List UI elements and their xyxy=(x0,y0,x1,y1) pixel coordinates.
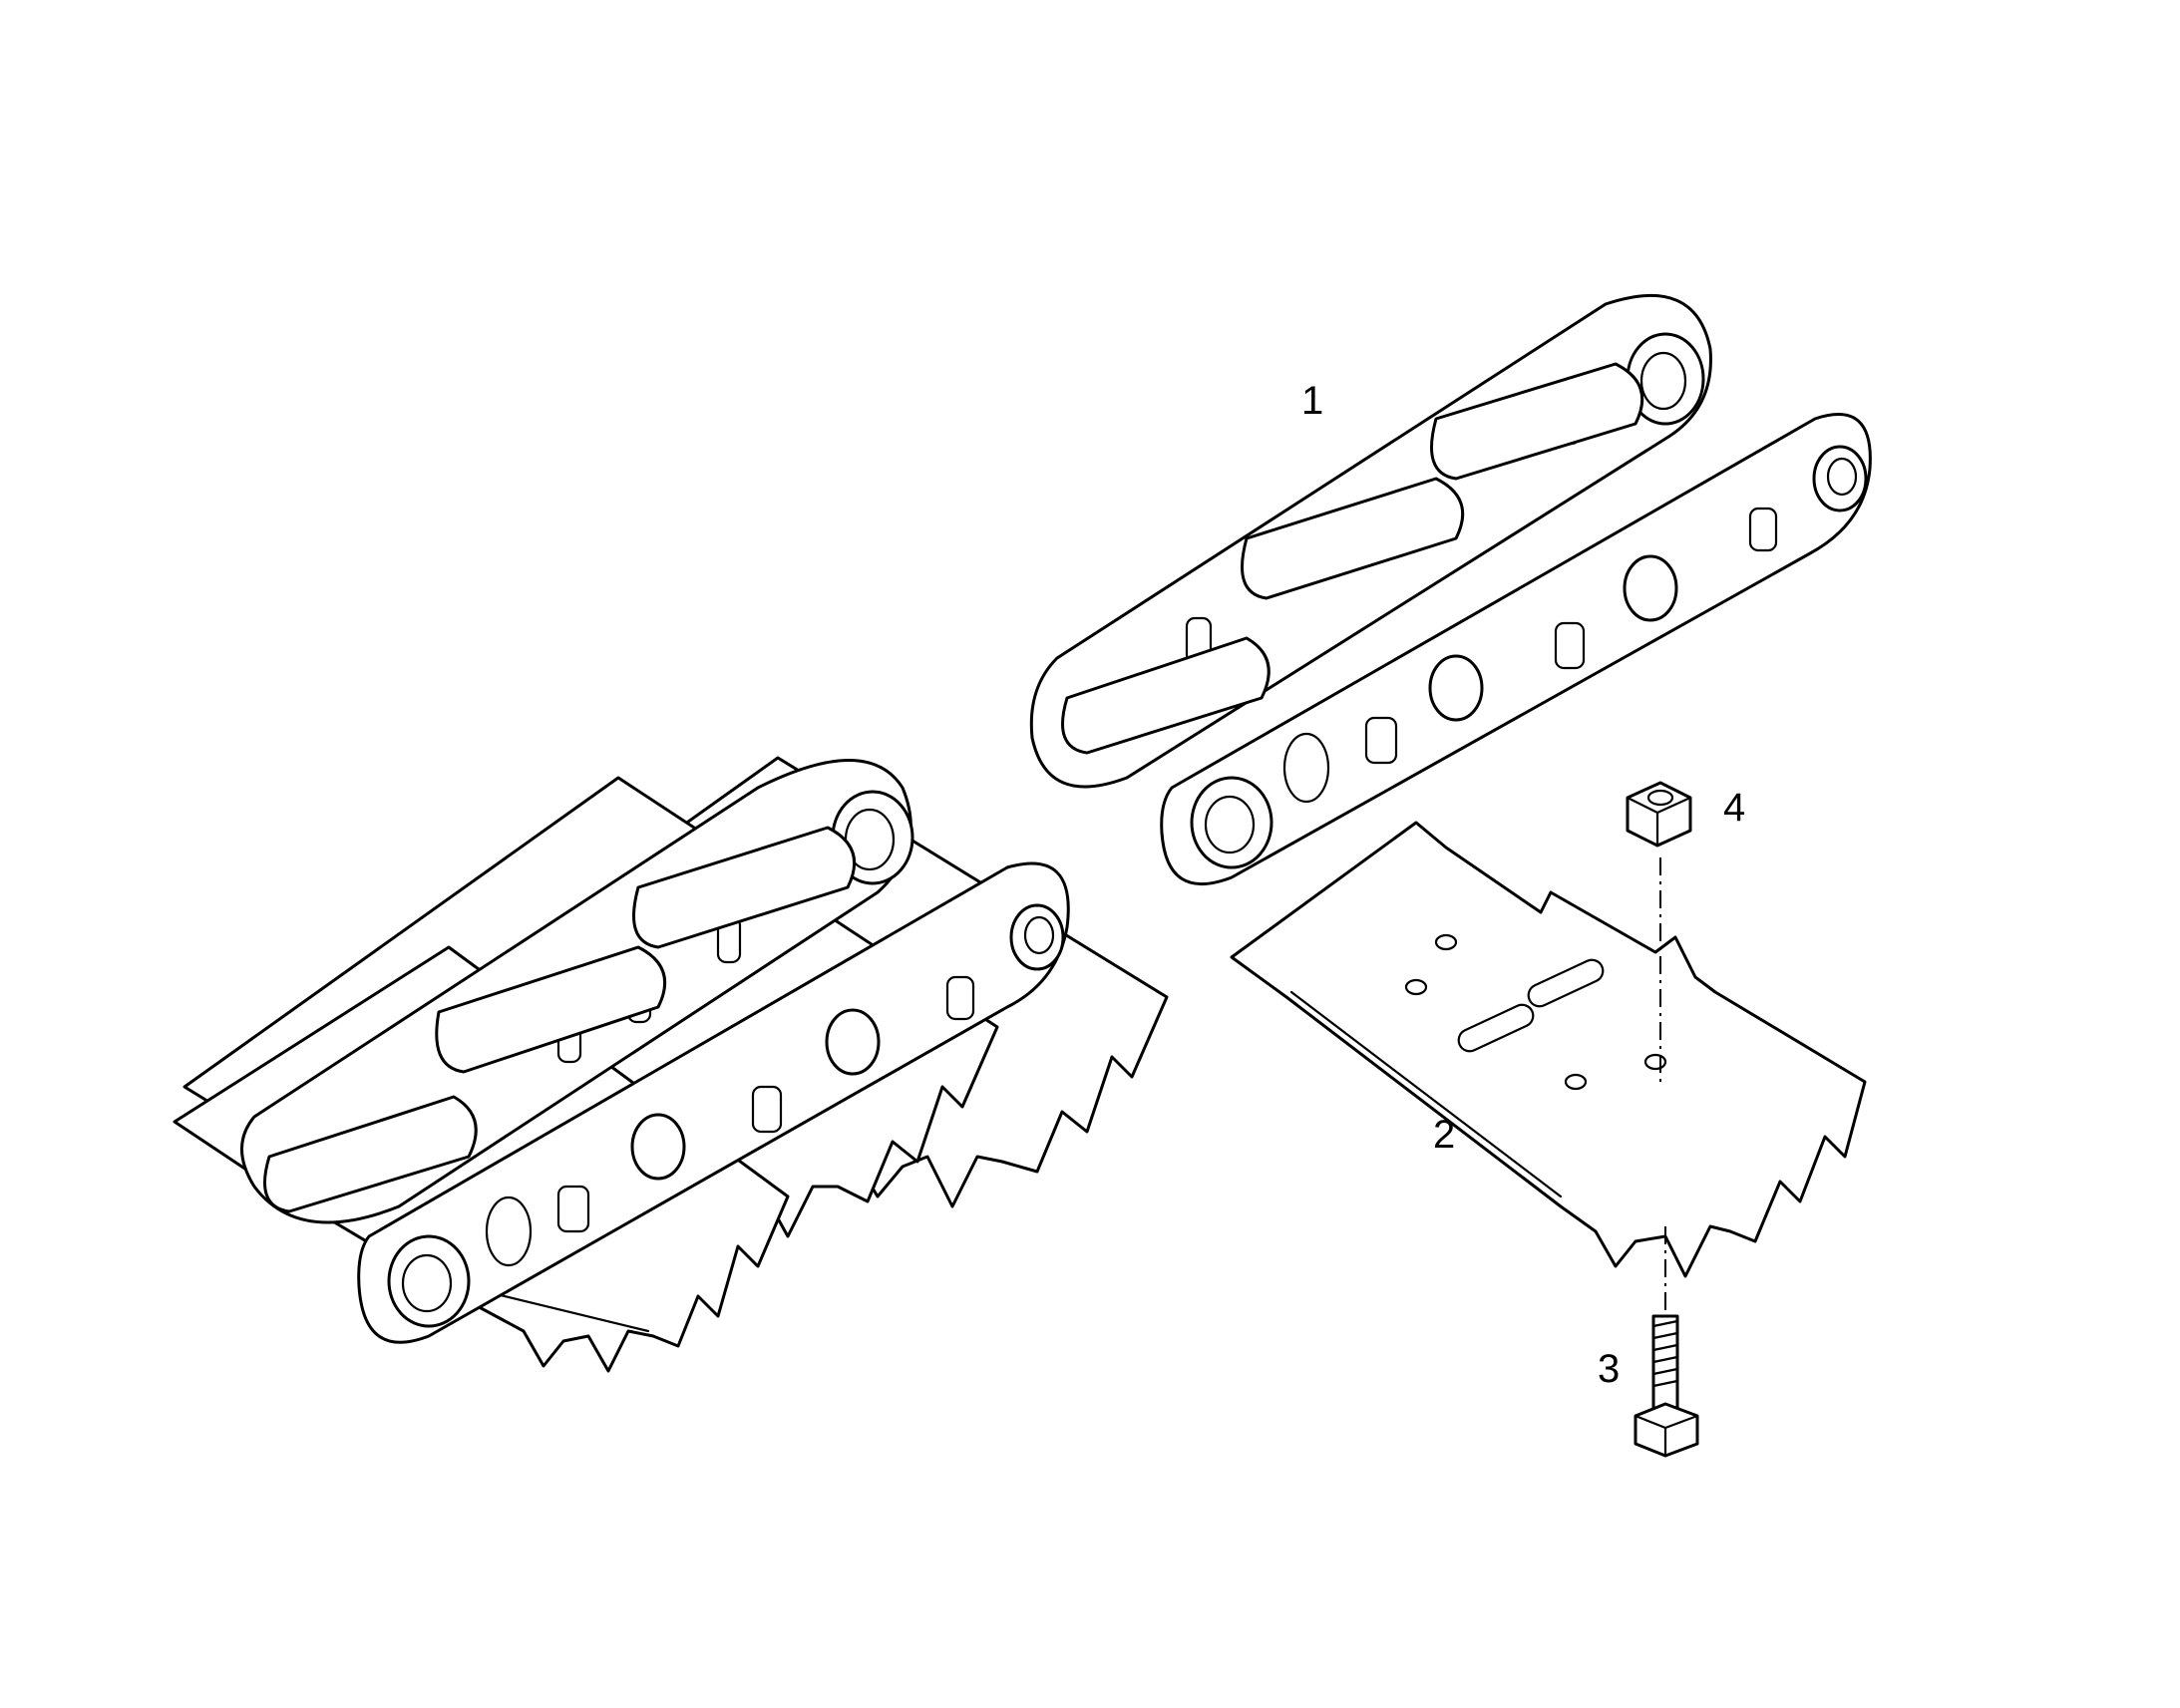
part-4-nut xyxy=(1626,781,1692,848)
chain-1-pins xyxy=(1061,362,1644,755)
part-2-track-shoe xyxy=(1230,821,1867,1278)
callout-1: 1 xyxy=(1301,379,1324,423)
part-1-track-chain xyxy=(1029,293,1872,886)
callout-4: 4 xyxy=(1723,786,1746,830)
assembled-track-section xyxy=(173,756,1169,1373)
assembly-axis-lines xyxy=(1659,857,1666,1316)
chain-pins xyxy=(263,826,857,1213)
chain-front-rail xyxy=(357,861,1070,1344)
chain-1-front-rail xyxy=(1160,413,1872,886)
callout-3: 3 xyxy=(1598,1347,1621,1391)
callout-2: 2 xyxy=(1433,1113,1456,1157)
part-3-bolt xyxy=(1634,1314,1699,1458)
